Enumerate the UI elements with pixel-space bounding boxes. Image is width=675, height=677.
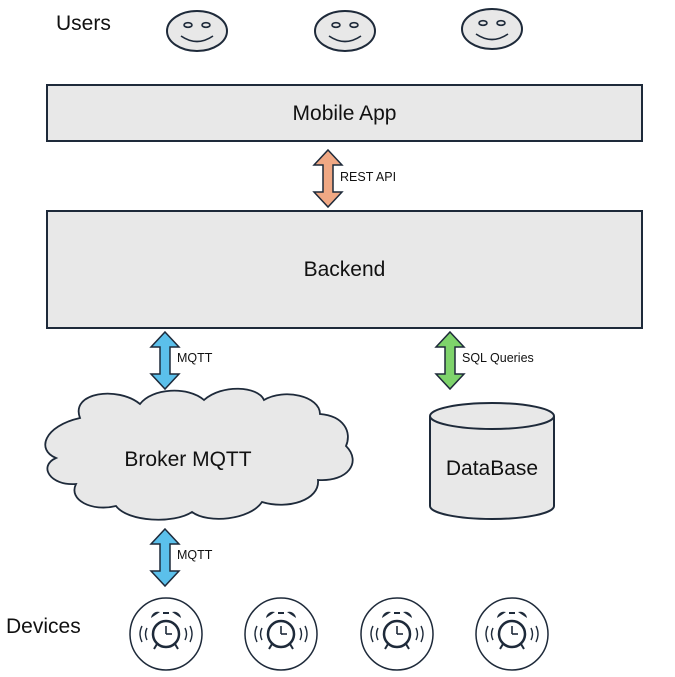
rest-api-arrow: REST API: [312, 148, 396, 209]
mobile-app-box: Mobile App: [46, 84, 643, 142]
sql-queries-arrow: SQL Queries: [434, 330, 534, 391]
mqtt-label-lower: MQTT: [177, 548, 213, 562]
mqtt-arrow-upper: MQTT: [149, 330, 213, 391]
database-label: DataBase: [446, 457, 538, 480]
database-cylinder: DataBase: [429, 402, 555, 520]
user-smiley-icon: [166, 10, 228, 52]
mqtt-label-upper: MQTT: [177, 351, 213, 365]
broker-mqtt-label: Broker MQTT: [124, 448, 251, 471]
user-smiley-icon: [461, 8, 523, 50]
sql-queries-label: SQL Queries: [462, 351, 534, 365]
device-alarm-clock-icon: [359, 596, 435, 672]
backend-box: Backend: [46, 210, 643, 329]
device-alarm-clock-icon: [243, 596, 319, 672]
user-smiley-icon: [314, 10, 376, 52]
backend-label: Backend: [304, 258, 386, 281]
device-alarm-clock-icon: [474, 596, 550, 672]
mobile-app-label: Mobile App: [293, 102, 397, 125]
devices-label: Devices: [6, 615, 81, 638]
rest-api-label: REST API: [340, 170, 396, 184]
device-alarm-clock-icon: [128, 596, 204, 672]
mqtt-arrow-lower: MQTT: [149, 527, 213, 588]
users-label: Users: [56, 12, 111, 35]
broker-mqtt-cloud: Broker MQTT: [44, 387, 354, 521]
